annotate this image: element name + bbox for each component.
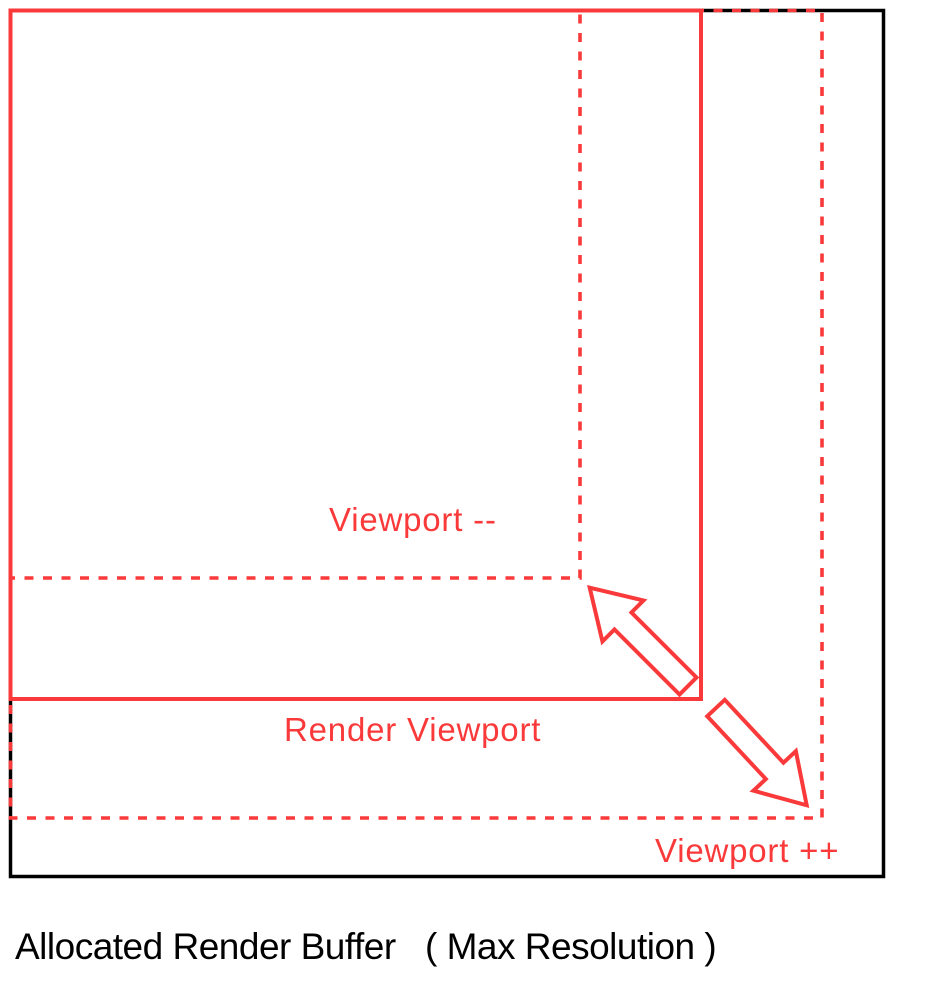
buffer-caption: Allocated Render Buffer ( Max Resolution… bbox=[15, 926, 717, 967]
shrink-arrow-icon bbox=[587, 585, 700, 698]
viewport-minus-label: Viewport -- bbox=[329, 501, 497, 538]
render-viewport-label: Render Viewport bbox=[284, 711, 542, 748]
grow-arrow-icon bbox=[704, 696, 810, 809]
viewport-minus-outline bbox=[8, 8, 582, 580]
viewport-plus-label: Viewport ++ bbox=[655, 832, 840, 869]
